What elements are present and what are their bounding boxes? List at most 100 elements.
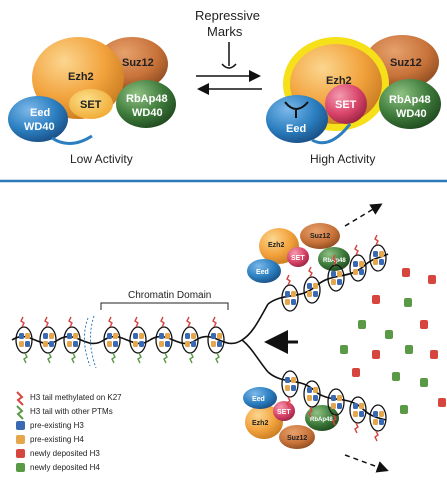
histone <box>373 251 378 257</box>
histone <box>19 333 24 339</box>
histone <box>67 333 72 339</box>
histone-tail <box>286 274 291 286</box>
nucleosome <box>349 244 367 282</box>
histone <box>331 279 336 285</box>
histone <box>307 387 312 393</box>
histone <box>67 341 72 347</box>
histone <box>373 419 378 425</box>
histone-tail <box>137 352 142 364</box>
histone <box>373 259 378 265</box>
histone <box>165 333 170 339</box>
dna-wrap <box>327 388 345 416</box>
histone-tail <box>354 422 359 434</box>
nucleosome <box>103 316 121 364</box>
histone <box>337 403 342 409</box>
histone <box>291 385 296 391</box>
histone <box>139 341 144 347</box>
green-tail-icon <box>16 405 24 420</box>
dna-wrap <box>369 404 387 432</box>
dashed-boundary <box>84 317 91 367</box>
histone <box>337 395 342 401</box>
rbap48-label: RbAp48 <box>323 258 346 264</box>
red-tail-icon <box>16 391 24 406</box>
legend-label: pre-existing H4 <box>30 435 84 444</box>
histone-tail <box>374 430 379 442</box>
histone <box>313 283 318 289</box>
set-domain <box>325 84 367 124</box>
nucleosome <box>129 316 147 364</box>
high-activity-complex: Ezh2 Suz12 SET Eed RbAp48 WD40 High Acti… <box>266 35 441 166</box>
histone <box>185 341 190 347</box>
fork-arrow-down <box>344 454 389 473</box>
free-histone <box>372 350 380 359</box>
free-histone <box>358 320 366 329</box>
dna-strand-lower <box>241 339 269 373</box>
histone <box>353 403 358 409</box>
suz12-label: Suz12 <box>390 57 422 69</box>
histone <box>313 387 318 393</box>
high-activity-caption: High Activity <box>310 152 375 166</box>
histone <box>113 333 118 339</box>
histone <box>49 341 54 347</box>
histone-tail <box>47 352 52 364</box>
free-histone <box>392 372 400 381</box>
histone <box>211 341 216 347</box>
histone <box>331 403 336 409</box>
histone <box>211 333 216 339</box>
dna-wrap <box>349 254 367 282</box>
fork-arrow-up <box>344 203 383 227</box>
set-domain <box>287 247 309 267</box>
legend-label: H3 tail with other PTMs <box>30 407 113 416</box>
dna-wrap <box>15 326 33 354</box>
dna-wrap <box>349 396 367 424</box>
marks-label: Marks <box>207 24 243 39</box>
dna-wrap <box>369 244 387 272</box>
dna-wrap <box>103 326 121 354</box>
free-histone <box>430 350 438 359</box>
nucleosome <box>303 266 321 304</box>
histone-tail <box>374 234 379 246</box>
lower-prc2-complex: Ezh2 Suz12 SET Eed RbAp48 <box>243 387 339 449</box>
histone <box>165 341 170 347</box>
histone-tail <box>212 316 217 328</box>
histone <box>217 333 222 339</box>
histone <box>379 411 384 417</box>
histone-tail <box>215 352 220 364</box>
histone-tail <box>189 352 194 364</box>
legend-item-orange-histone: pre-existing H4 <box>16 435 84 444</box>
histone-tail <box>308 266 313 278</box>
nucleosome <box>327 254 345 292</box>
nucleosome-layer <box>15 234 387 442</box>
rbap48-wd40-label: WD40 <box>396 108 427 120</box>
legend-item-green-histone: newly deposited H4 <box>16 463 100 472</box>
dna-wrap <box>63 326 81 354</box>
dashed-boundary-2 <box>90 315 97 369</box>
free-histone <box>404 298 412 307</box>
rbap48-subunit <box>379 79 441 129</box>
histone-tail <box>44 316 49 328</box>
nucleosome <box>207 316 225 364</box>
histone <box>285 291 290 297</box>
red-histone-icon <box>16 449 25 458</box>
histone <box>107 341 112 347</box>
histone <box>25 341 30 347</box>
nucleosome <box>15 316 33 364</box>
low-activity-complex: Ezh2 Suz12 SET Eed WD40 RbAp48 WD40 Low … <box>8 37 176 166</box>
histone <box>291 377 296 383</box>
nucleosome <box>281 274 299 312</box>
eed-wd40-label: WD40 <box>24 121 55 133</box>
free-histone <box>372 295 380 304</box>
histone <box>43 333 48 339</box>
histone <box>49 333 54 339</box>
rbap48-label: RbAp48 <box>126 93 168 105</box>
free-histone <box>402 268 410 277</box>
histone <box>307 291 312 297</box>
histone <box>373 411 378 417</box>
histone <box>313 291 318 297</box>
histone <box>285 299 290 305</box>
histone <box>159 333 164 339</box>
histone <box>73 341 78 347</box>
histone-tail <box>308 406 313 418</box>
